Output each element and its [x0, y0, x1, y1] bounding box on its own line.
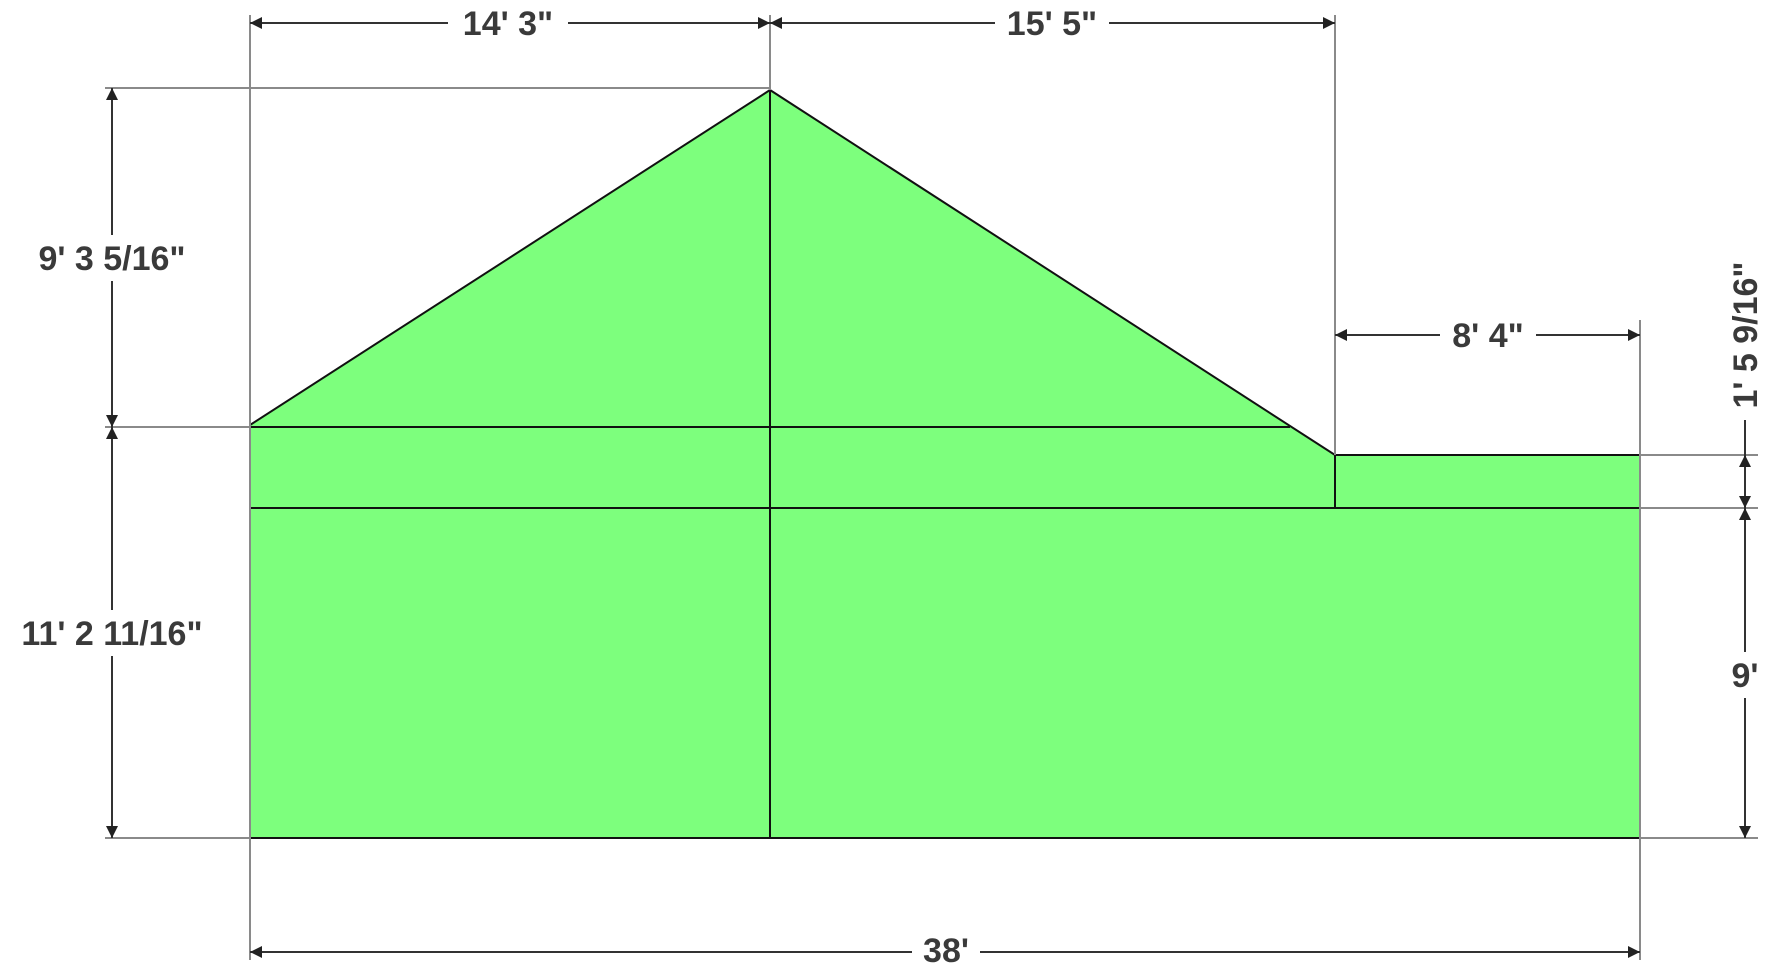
dim-label-annex-width: 8' 4" — [1452, 317, 1523, 355]
label-bg-total-width — [912, 932, 980, 966]
label-bg-annex-wall-height — [1722, 652, 1768, 698]
dim-label-annex-wall-height: 9' — [1732, 657, 1759, 695]
label-bg-annex-width — [1440, 314, 1536, 356]
label-bg-wall-height — [8, 610, 218, 656]
label-bg-top-right — [995, 2, 1109, 44]
label-bg-top-left — [448, 2, 568, 44]
label-bg-gable-height — [20, 235, 210, 281]
dim-label-top-left: 14' 3" — [463, 5, 553, 43]
dim-label-gable-height: 9' 3 5/16" — [38, 240, 185, 278]
dim-label-total-width: 38' — [923, 932, 969, 966]
dim-label-annex-step: 1' 5 9/16" — [1727, 261, 1765, 408]
dim-label-wall-height: 11' 2 11/16" — [21, 615, 202, 653]
dim-label-top-right: 15' 5" — [1007, 5, 1097, 43]
building-shape — [249, 88, 1641, 839]
